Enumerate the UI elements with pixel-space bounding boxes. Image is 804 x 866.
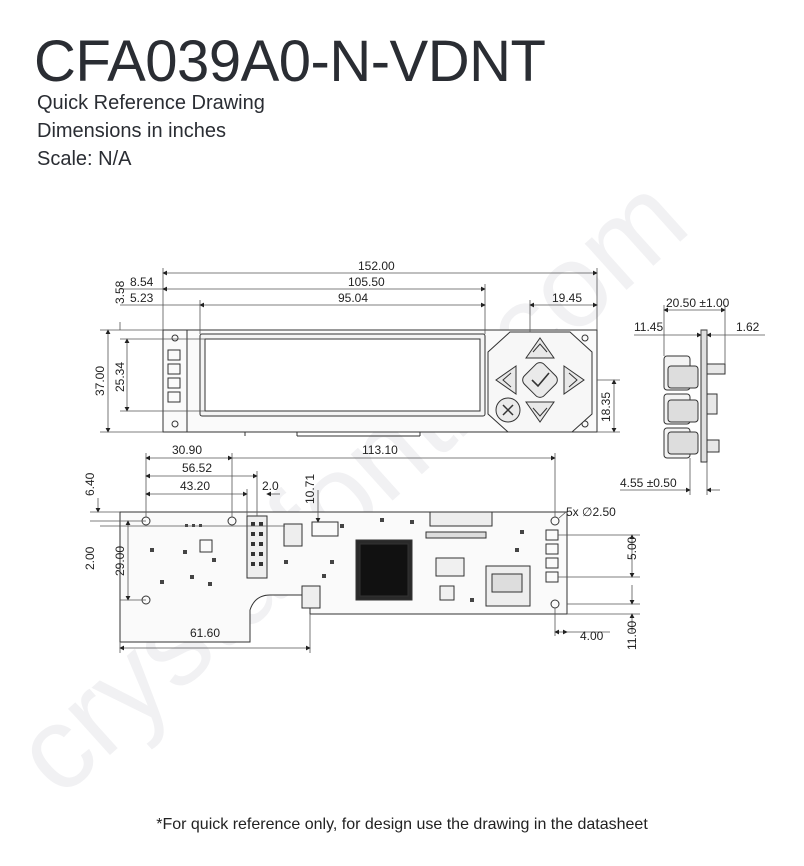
dim-4-00: 4.00 xyxy=(580,629,604,643)
dim-18-35: 18.35 xyxy=(599,392,613,422)
back-led xyxy=(545,543,559,555)
dim-113-10: 113.10 xyxy=(362,443,398,457)
dim-30-90: 30.90 xyxy=(172,443,202,457)
dim-20-50: 20.50 ±1.00 xyxy=(666,296,730,310)
up-arrow-icon xyxy=(532,343,548,353)
dim-37-00: 37.00 xyxy=(93,366,107,396)
down-arrow-icon xyxy=(532,407,548,417)
chip xyxy=(439,585,455,601)
front-hole xyxy=(581,334,589,342)
x-icon xyxy=(502,404,514,416)
subtitle-drawing-type: Quick Reference Drawing xyxy=(37,92,265,114)
dim-25-34: 25.34 xyxy=(113,362,127,392)
dim-3-58: 3.58 xyxy=(113,280,127,304)
dim-6-40: 6.40 xyxy=(83,472,97,496)
dim-overall-width: 152.00 xyxy=(358,259,395,273)
subtitle-scale: Scale: N/A xyxy=(37,148,132,170)
front-hole xyxy=(581,420,589,428)
dim-10-71: 10.71 xyxy=(303,474,317,504)
left-arrow-icon xyxy=(502,372,512,388)
dim-11-00: 11.00 xyxy=(625,621,639,650)
key-up xyxy=(525,337,555,359)
dim-105-50: 105.50 xyxy=(348,275,385,289)
dim-29-00: 29.00 xyxy=(113,546,127,576)
dim-61-60: 61.60 xyxy=(190,626,220,640)
front-hole xyxy=(171,420,179,428)
dim-5-00: 5.00 xyxy=(625,536,639,560)
back-dimensions xyxy=(90,453,640,653)
dim-2-00: 2.00 xyxy=(83,546,97,570)
fpc-connector xyxy=(429,511,493,527)
dim-95-04: 95.04 xyxy=(338,291,368,305)
subtitle-units: Dimensions in inches xyxy=(37,120,226,142)
led xyxy=(167,363,181,375)
front-dimensions xyxy=(100,268,620,433)
front-view xyxy=(162,329,598,437)
side-view xyxy=(663,329,726,463)
led xyxy=(167,391,181,403)
key-down xyxy=(525,401,555,423)
dim-2-0: 2.0 xyxy=(262,479,279,493)
back-view xyxy=(119,511,568,643)
dim-4-55: 4.55 ±0.50 xyxy=(620,476,677,490)
dim-43-20: 43.20 xyxy=(180,479,210,493)
right-arrow-icon xyxy=(568,372,578,388)
chip xyxy=(199,539,213,553)
header-connector xyxy=(246,515,268,579)
chip xyxy=(301,585,321,609)
page-title: CFA039A0-N-VDNT xyxy=(34,29,546,94)
dim-8-54: 8.54 xyxy=(130,275,154,289)
front-left-step xyxy=(162,329,188,433)
dim-1-62: 1.62 xyxy=(736,320,760,334)
usb-connector xyxy=(311,521,339,537)
chip xyxy=(435,557,465,577)
footnote: *For quick reference only, for design us… xyxy=(156,816,648,833)
side-dimensions xyxy=(620,305,765,495)
key-enter xyxy=(522,362,558,398)
small-connector xyxy=(283,523,303,547)
dim-11-45: 11.45 xyxy=(634,320,663,334)
check-icon xyxy=(531,372,550,388)
dim-holes: 5x ∅2.50 xyxy=(566,505,616,519)
front-hole xyxy=(171,334,179,342)
dim-56-52: 56.52 xyxy=(182,461,212,475)
display-active-area xyxy=(204,338,481,412)
led xyxy=(167,377,181,389)
back-led xyxy=(545,557,559,569)
dim-5-23: 5.23 xyxy=(130,291,154,305)
dim-19-45: 19.45 xyxy=(552,291,582,305)
led xyxy=(167,349,181,361)
keypad xyxy=(487,331,593,433)
